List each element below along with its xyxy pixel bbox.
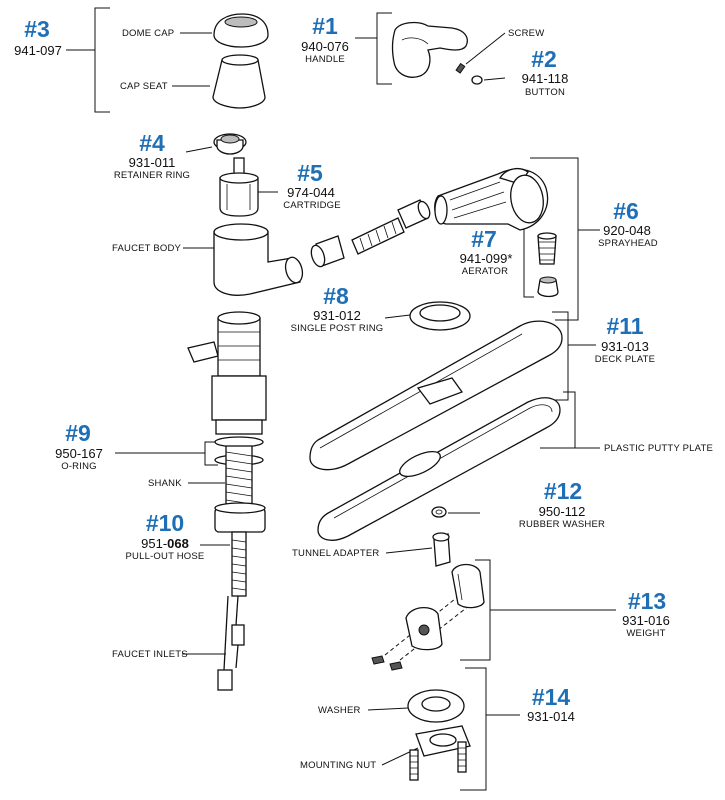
callout-2-part-number: 941-118 bbox=[521, 71, 569, 86]
callout-10-part-prefix: 951- bbox=[141, 536, 168, 551]
screw-label: SCREW bbox=[508, 28, 545, 39]
washer-label: WASHER bbox=[318, 705, 361, 716]
callout-14-number: #14 bbox=[531, 684, 571, 710]
handle bbox=[391, 21, 468, 78]
callout-7-name: AERATOR bbox=[461, 266, 509, 277]
callout-8-name: SINGLE POST RING bbox=[290, 323, 384, 334]
callout-11-number: #11 bbox=[606, 313, 644, 339]
faucet-inlets-label: FAUCET INLETS bbox=[112, 649, 188, 660]
sprayhead bbox=[434, 167, 549, 231]
weight bbox=[405, 563, 485, 651]
hose-spring bbox=[351, 199, 431, 255]
cap-seat-label: CAP SEAT bbox=[120, 81, 168, 92]
single-post-ring bbox=[409, 301, 471, 331]
callout-9-name: O-RING bbox=[61, 461, 97, 472]
plastic-putty-plate bbox=[317, 397, 561, 541]
callout-1-name: HANDLE bbox=[305, 54, 345, 65]
callout-4-part-number: 931-011 bbox=[128, 155, 176, 170]
callout-8-part-number: 931-012 bbox=[313, 308, 361, 323]
deck-plate bbox=[309, 320, 563, 471]
callout-2-number: #2 bbox=[531, 46, 557, 72]
screw bbox=[455, 62, 466, 74]
callout-13-name: WEIGHT bbox=[626, 628, 666, 639]
pull-out-hose bbox=[231, 531, 247, 597]
callout-10-number: #10 bbox=[145, 510, 185, 536]
callout-1-number: #1 bbox=[312, 13, 338, 39]
mounting-nut-label: MOUNTING NUT bbox=[300, 760, 377, 771]
weight-screws bbox=[371, 655, 403, 671]
dome-cap-label: DOME CAP bbox=[122, 28, 175, 39]
mounting-nut bbox=[409, 725, 471, 781]
callout-13-part-number: 931-016 bbox=[622, 613, 670, 628]
callout-12-name: RUBBER WASHER bbox=[518, 519, 606, 530]
callout-11-name: DECK PLATE bbox=[594, 354, 656, 365]
callout-6-number: #6 bbox=[613, 198, 639, 224]
callout-10-name: PULL-OUT HOSE bbox=[125, 551, 205, 562]
callout-11-part-number: 931-013 bbox=[601, 339, 649, 354]
shank-label: SHANK bbox=[148, 478, 182, 489]
callout-13-number: #13 bbox=[627, 588, 667, 614]
retainer-ring bbox=[213, 133, 247, 155]
button bbox=[471, 75, 483, 85]
tunnel-adapter-label: TUNNEL ADAPTER bbox=[292, 548, 380, 559]
callout-4-number: #4 bbox=[139, 130, 165, 156]
callout-12-part-number: 950-112 bbox=[538, 504, 586, 519]
leader-lines bbox=[66, 7, 616, 791]
tunnel-adapter bbox=[432, 532, 451, 567]
callout-7-number: #7 bbox=[471, 226, 497, 252]
faucet-inlets bbox=[217, 595, 245, 691]
washer bbox=[407, 689, 465, 723]
callout-6-part-number: 920-048 bbox=[603, 223, 651, 238]
callout-14-part-number: 931-014 bbox=[527, 709, 575, 724]
cap-seat bbox=[212, 54, 266, 109]
dome-cap bbox=[213, 13, 269, 48]
callout-1-part-number: 940-076 bbox=[301, 39, 349, 54]
callout-4-name: RETAINER RING bbox=[113, 170, 191, 181]
cartridge bbox=[219, 157, 259, 217]
callout-10-part-number: 951-068 bbox=[130, 537, 200, 550]
hose-connector bbox=[310, 235, 345, 268]
shank bbox=[214, 445, 266, 533]
callout-6-name: SPRAYHEAD bbox=[598, 238, 658, 249]
callout-5-name: CARTRIDGE bbox=[283, 200, 341, 211]
callout-3-number: #3 bbox=[24, 16, 50, 42]
plastic-putty-plate-label: PLASTIC PUTTY PLATE bbox=[604, 443, 714, 454]
callout-3-part-number: 941-097 bbox=[14, 43, 62, 58]
callout-10-part-bold: 068 bbox=[167, 536, 189, 551]
callout-8-number: #8 bbox=[323, 283, 349, 309]
callout-5-part-number: 974-044 bbox=[287, 185, 335, 200]
rubber-washer bbox=[431, 506, 447, 518]
callout-2-name: BUTTON bbox=[524, 87, 566, 98]
callout-9-part-number: 950-167 bbox=[55, 446, 103, 461]
aerator bbox=[537, 232, 559, 298]
callout-7-part-number: 941-099* bbox=[459, 251, 513, 266]
faucet-body bbox=[213, 223, 304, 296]
faucet-body-label: FAUCET BODY bbox=[112, 243, 182, 254]
shank-assembly bbox=[187, 311, 267, 466]
callout-9-number: #9 bbox=[65, 420, 91, 446]
callout-5-number: #5 bbox=[297, 160, 323, 186]
callout-12-number: #12 bbox=[543, 478, 583, 504]
